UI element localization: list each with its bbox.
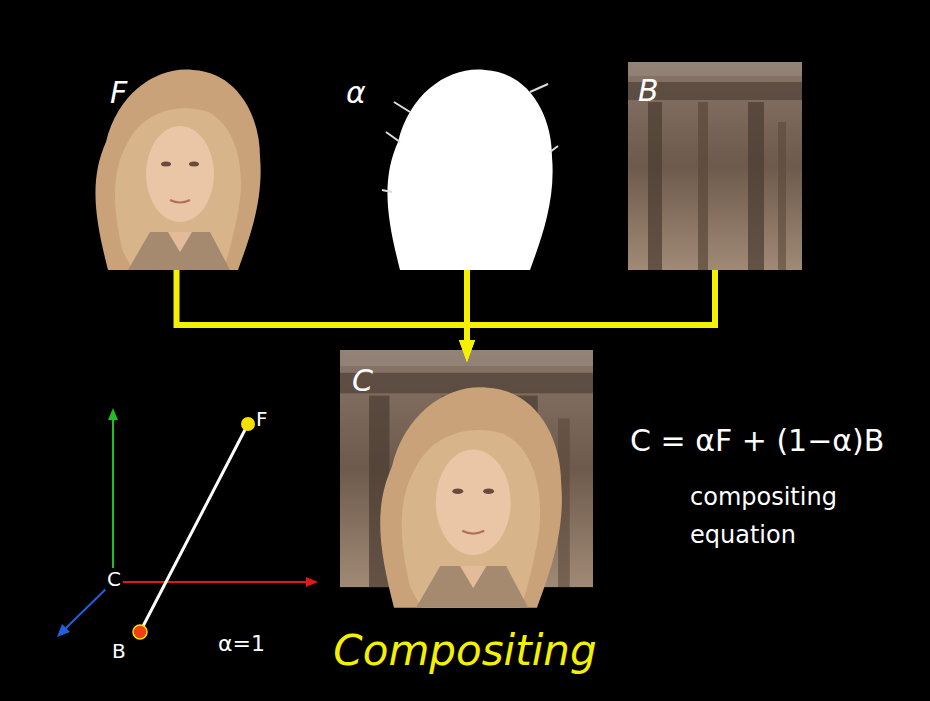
equation-caption: compositing equation [690, 478, 870, 555]
image-label: C [352, 364, 373, 397]
alpha-value-label: α=1 [218, 632, 265, 656]
yellow-connector [177, 270, 468, 350]
background-image: B [628, 62, 802, 270]
point-label: F [256, 408, 268, 430]
origin-label: C [105, 568, 123, 590]
foreground-image: F [88, 62, 265, 270]
yellow-connector [467, 270, 715, 350]
composite-image: C [340, 350, 594, 587]
image-label: α [346, 76, 366, 109]
alpha-matte-image: α [344, 62, 590, 270]
point-label: B [112, 640, 126, 662]
compositing-equation: C = αF + (1−α)B [630, 424, 884, 457]
image-label: B [638, 74, 659, 107]
slide-title: Compositing [0, 628, 930, 674]
image-label: F [110, 76, 127, 109]
